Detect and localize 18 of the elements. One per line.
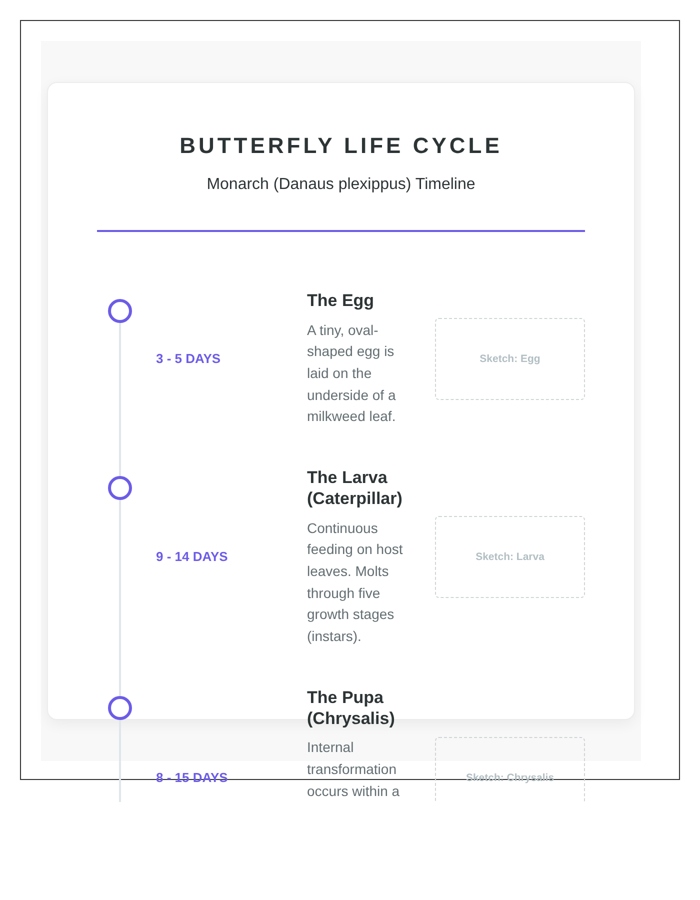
stage-heading: The Egg	[307, 290, 374, 311]
stage-description: Continuous feeding on host leaves. Molts through five growth stages (instars).	[307, 518, 404, 646]
stage-description: Internal transformation occurs within a	[307, 738, 401, 801]
page-title: BUTTERFLY LIFE CYCLE	[180, 133, 502, 159]
stage-heading: The Larva (Caterpillar)	[307, 467, 404, 510]
sketch-field: Sketch: Egg	[435, 318, 585, 400]
duration-label: 9 - 14 DAYS	[156, 549, 228, 566]
timeline-line	[119, 500, 121, 696]
timeline-line	[119, 720, 121, 802]
timeline-marker	[108, 696, 132, 720]
duration-label: 3 - 5 DAYS	[156, 351, 221, 367]
timeline-marker	[108, 476, 132, 500]
subtitle: Monarch (Danaus plexippus) Timeline	[206, 175, 476, 195]
timeline-marker	[108, 299, 132, 323]
stage-description: A tiny, oval-shaped egg is laid on the underside of a milkweed leaf.	[307, 320, 397, 426]
stage-heading: The Pupa (Chrysalis)	[307, 686, 396, 729]
timeline-line	[119, 323, 121, 476]
sketch-field: Sketch: Larva	[435, 516, 585, 598]
